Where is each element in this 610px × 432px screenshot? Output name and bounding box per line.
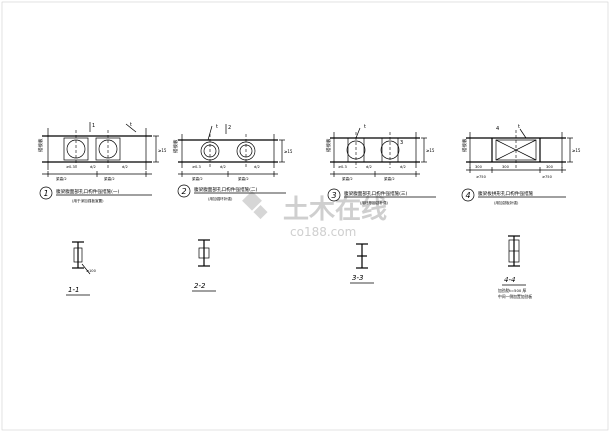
detail-4-dim-bottom-right: 300 [546, 165, 554, 169]
detail-1-dim-left: ≥0.3 [66, 165, 75, 169]
detail-3-dim-bottom-right: 梁高/2 [384, 176, 395, 181]
detail-1-left-label: 搭接板 [37, 138, 44, 152]
detail-3-dim-left: ≥0.3 [338, 165, 347, 169]
detail-2-top-mark: 2 [228, 125, 231, 131]
section-3-3-label: 3-3 [352, 274, 363, 282]
detail-1-right-note: ≥15 [158, 148, 167, 153]
detail-4-hole-note-1: ≥750 [476, 175, 487, 179]
detail-4-number: 4 [466, 191, 471, 200]
detail-4-left-label: 搭接板 [461, 138, 468, 152]
section-1-1: ≥100 1-1 [66, 241, 97, 296]
detail-1-number-circle [39, 186, 53, 200]
detail-1: 1 t ≥15 搭接板 ≥0.3 d/2 d/2 梁高/2 梁高/2 1 腹梁腹… [37, 122, 167, 203]
detail-3-note: (用环形加劲补强) [360, 200, 389, 205]
watermark-logo-icon [242, 190, 268, 220]
detail-1-title: 腹梁腹面部孔口构件强措施(一) [56, 188, 120, 195]
watermark: 土木在线 co188.com [242, 190, 387, 239]
detail-1-number: 1 [44, 189, 49, 198]
detail-3-weld-mark: t [364, 124, 366, 130]
detail-4-hole-note-2: ≥750 [542, 175, 553, 179]
detail-2-number: 2 [182, 187, 187, 196]
detail-4-title: 腹梁板拼形孔口构件强措施 [478, 190, 534, 197]
detail-4: 4 t ≥15 搭接板 300 300 300 ≥750 ≥750 4 腹梁板拼… [461, 124, 581, 205]
detail-1-dim-bottom-left: 梁高/2 [56, 176, 67, 181]
detail-2-dim-bottom-left: 梁高/2 [192, 176, 203, 181]
section-4-4-note-line-1: 加劲肋t=500 厚 [498, 288, 527, 293]
detail-3-number-circle [327, 188, 341, 202]
detail-3-title: 腹梁腹面部孔口构件强措施(三) [344, 190, 408, 197]
detail-3-top-mark: 3 [400, 140, 403, 146]
detail-2-dim-left: ≥0.3 [192, 165, 201, 169]
detail-3-hole-note-2: d/2 [400, 165, 406, 169]
detail-4-note: (用加劲板补强) [494, 200, 519, 205]
detail-1-hole-note-1: d/2 [90, 165, 96, 169]
detail-2-number-circle [177, 184, 191, 198]
detail-1-weld-mark: t [130, 122, 132, 128]
detail-2-dim-bottom-right: 梁高/2 [238, 176, 249, 181]
detail-4-dim-left: 300 [475, 165, 483, 169]
section-3-3: 3-3 [350, 243, 374, 284]
section-1-1-note: ≥100 [86, 269, 97, 273]
detail-2-weld-mark: t [216, 124, 218, 130]
detail-3: 3 t ≥15 搭接板 ≥0.3 d/2 d/2 梁高/2 梁高/2 3 腹梁腹… [325, 124, 436, 205]
section-4-4-note-line-2: 中间一侧加置加劲板 [498, 294, 532, 299]
detail-2-note: (用加强环补强) [208, 196, 233, 201]
detail-1-dim-bottom-right: 梁高/2 [104, 176, 115, 181]
section-4-4-label: 4-4 [504, 276, 515, 284]
detail-1-top-mark: 1 [92, 123, 95, 129]
detail-2: 2 t ≥15 搭接板 ≥0.3 d/2 d/2 梁高/2 梁高/2 2 腹梁腹… [172, 124, 293, 201]
detail-3-dim-bottom-left: 梁高/2 [342, 176, 353, 181]
detail-4-weld-mark: t [518, 124, 520, 130]
section-4-4-note: 加劲肋t=500 厚 中间一侧加置加劲板 [498, 288, 532, 299]
section-4-4: 4-4 加劲肋t=500 厚 中间一侧加置加劲板 [498, 235, 532, 299]
watermark-site: co188.com [290, 225, 356, 239]
detail-3-left-label: 搭接板 [325, 138, 332, 152]
detail-2-hole-note-2: d/2 [254, 165, 260, 169]
section-2-2-label: 2-2 [194, 282, 206, 290]
detail-1-hole-note-2: d/2 [122, 165, 128, 169]
detail-3-hole-note-1: d/2 [366, 165, 372, 169]
detail-4-dim-bottom-left: 300 [502, 165, 510, 169]
detail-1-note: (用于深加强板宣置) [72, 198, 104, 203]
detail-4-right-note: ≥15 [572, 148, 581, 153]
detail-4-number-circle [461, 188, 475, 202]
detail-2-hole-note-1: d/2 [220, 165, 226, 169]
section-2-2: 2-2 [192, 239, 216, 292]
detail-2-title: 腹梁腹面部孔口构件强措施(二) [194, 186, 258, 193]
watermark-brand: 土木在线 [283, 195, 387, 225]
detail-2-left-label: 搭接板 [172, 139, 179, 153]
detail-2-right-note: ≥15 [284, 149, 293, 154]
detail-4-top-mark: 4 [496, 126, 499, 132]
detail-3-right-note: ≥15 [426, 148, 435, 153]
detail-3-number: 3 [332, 191, 337, 200]
section-1-1-label: 1-1 [68, 286, 79, 294]
